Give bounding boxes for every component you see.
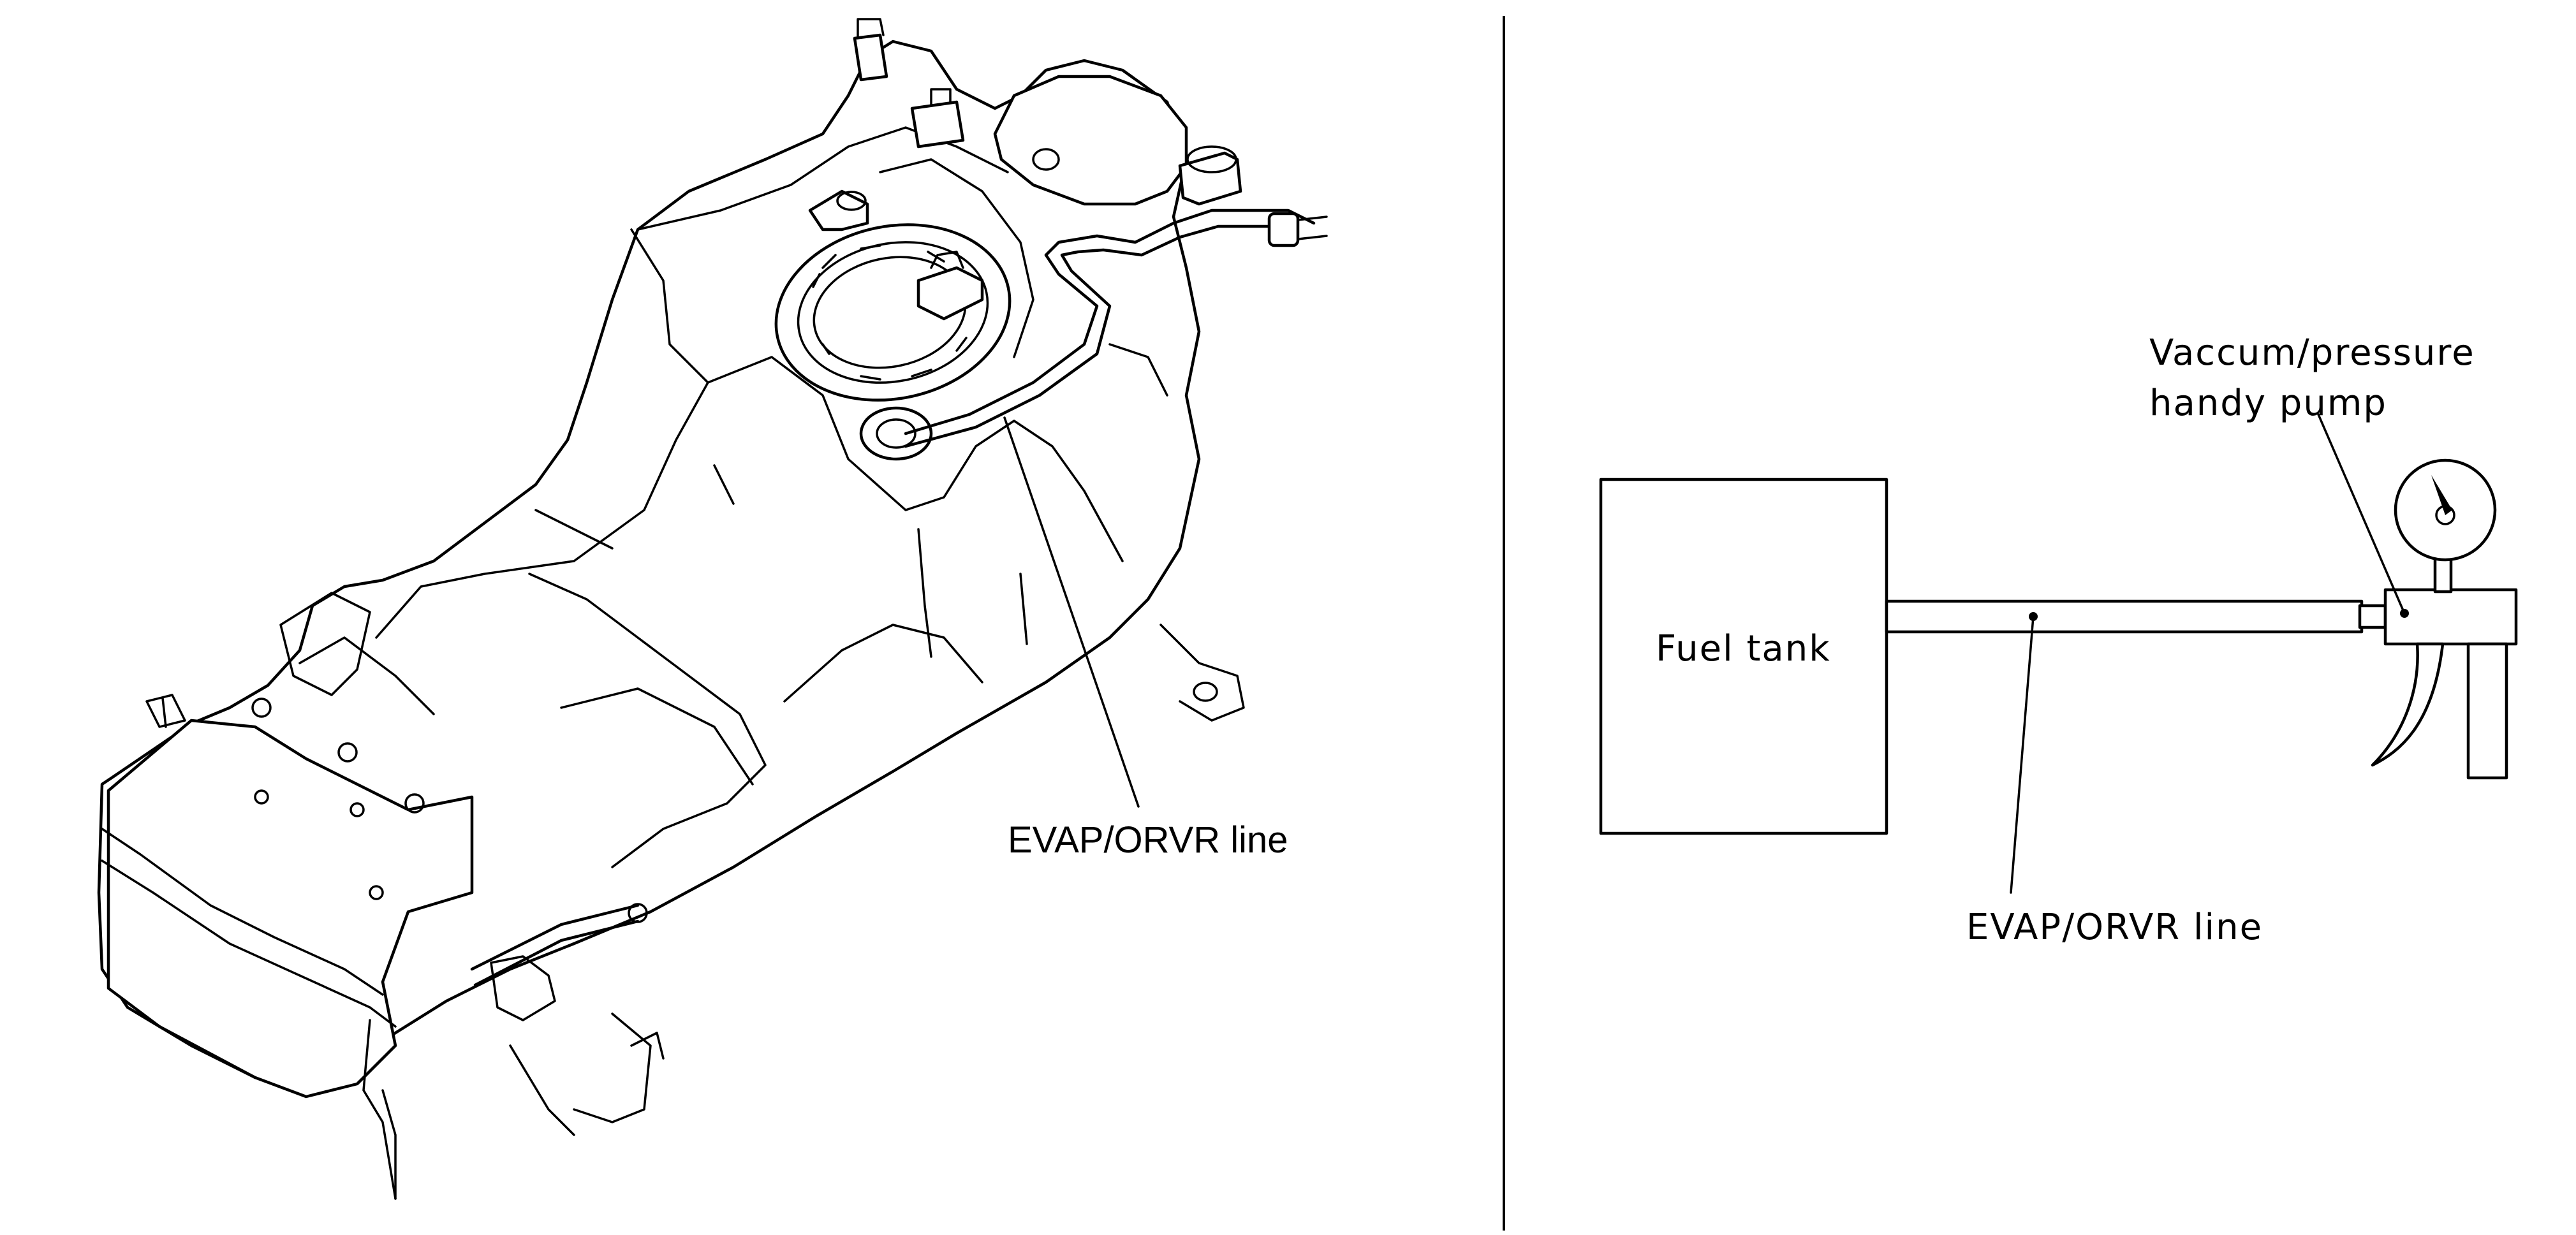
pump-trigger (2371, 642, 2445, 767)
callout-leader-left (1003, 416, 1140, 808)
fuel-tank-illustration (97, 18, 1328, 1200)
fuel-tank-label: Fuel tank (1656, 628, 1831, 669)
pump-label-line1: Vaccum/pressure (2149, 332, 2475, 374)
tank-front-box (107, 719, 474, 1099)
evap-orvr-label-right: EVAP/ORVR line (1966, 907, 2263, 948)
evap-orvr-pipe (1885, 599, 2364, 634)
pump-label-line2: handy pump (2149, 383, 2387, 424)
schematic (1599, 413, 2518, 894)
line-leader (2010, 615, 2035, 894)
evap-orvr-callout-left: EVAP/ORVR line (1008, 819, 1288, 861)
evap-orvr-tube-left (904, 208, 1316, 435)
tank-outline (97, 40, 1201, 1079)
fuel-pump-ring (774, 223, 1012, 402)
pump-leader (2317, 413, 2406, 615)
fuel-tank-box (1599, 478, 1888, 835)
